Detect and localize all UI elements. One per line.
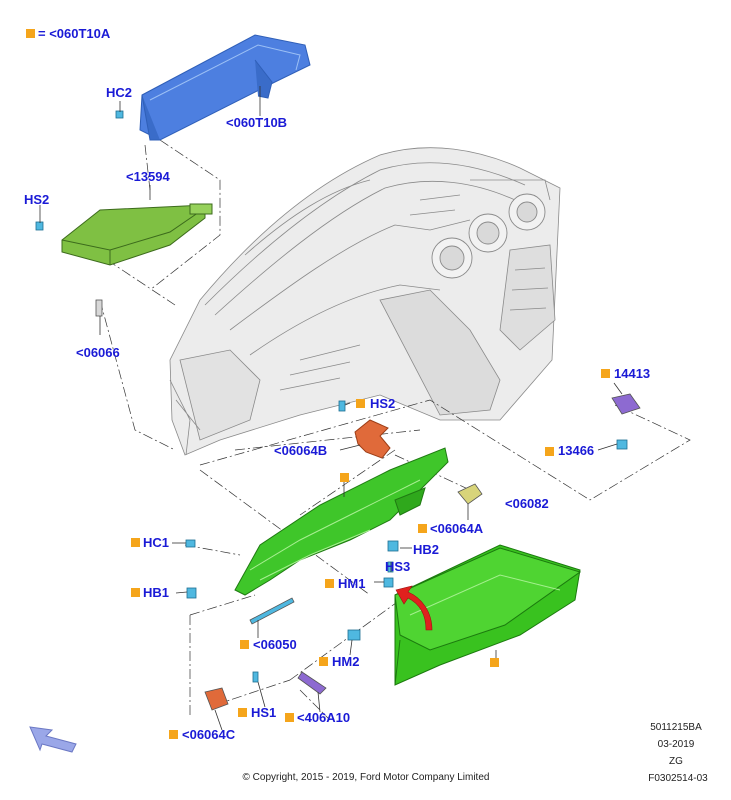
clip-hc2 — [115, 110, 124, 119]
label-06064A: <06064A — [430, 521, 484, 536]
lower-trim-panel — [234, 447, 449, 596]
label-hc2: HC2 — [106, 85, 133, 100]
sensor-14413 — [611, 393, 641, 415]
marker-06064B — [340, 473, 349, 482]
duct-06064C — [204, 687, 229, 711]
doc-date: 03-2019 — [657, 739, 695, 750]
doc-number: 5011215BA — [650, 722, 702, 733]
copyright: © Copyright, 2015 - 2019, Ford Motor Com… — [242, 772, 490, 783]
label-06064C: <06064C — [182, 727, 236, 742]
nut-hm1 — [383, 577, 394, 588]
screw-hs2-left — [35, 221, 44, 231]
label-14413: 14413 — [614, 366, 651, 381]
screw-hs2-center — [338, 400, 346, 412]
label-406A10: <406A10 — [297, 710, 351, 725]
marker-06064C — [169, 730, 178, 739]
marker-hs1 — [238, 708, 247, 717]
marker-13466 — [545, 447, 554, 456]
marker-14413 — [601, 369, 610, 378]
nut-hm2 — [347, 629, 361, 641]
label-060T10B: <060T10B — [226, 115, 288, 130]
label-hs2-left: HS2 — [24, 192, 50, 207]
part-13466 — [616, 439, 628, 450]
upper-bracket-part — [139, 34, 311, 141]
marker-06064A — [418, 524, 427, 533]
label-hb2: HB2 — [413, 542, 440, 557]
label-hs2-center: HS2 — [370, 396, 396, 411]
marker-hc1 — [131, 538, 140, 547]
label-hs3: HS3 — [385, 559, 411, 574]
instrument-panel — [169, 147, 561, 456]
bolt-hb1 — [186, 587, 197, 599]
label-13594: <13594 — [126, 169, 170, 184]
label-13466: 13466 — [558, 443, 595, 458]
latch-06064A — [457, 483, 483, 505]
air-vents — [431, 193, 546, 279]
label-hs1: HS1 — [251, 705, 277, 720]
duct-part-06064B — [354, 419, 391, 459]
label-hm1: HM1 — [338, 576, 366, 591]
screw-hs1 — [252, 671, 259, 683]
bolt-hb2 — [387, 540, 399, 552]
doc-code: ZG — [669, 756, 683, 767]
navigation-arrow-icon — [29, 726, 77, 753]
label-06064B: <06064B — [274, 443, 328, 458]
marker-406A10 — [285, 713, 294, 722]
module-part-13594 — [61, 203, 213, 266]
label-hc1: HC1 — [143, 535, 170, 550]
curved-red-arrow-icon — [395, 585, 433, 631]
figure-id: F0302514-03 — [648, 773, 708, 784]
misc-parts — [95, 299, 641, 711]
marker-hs2-center — [356, 399, 365, 408]
actuator-406A10 — [297, 671, 327, 695]
pin-06066 — [95, 299, 103, 317]
screw-hs3 — [387, 561, 394, 573]
marker-06050 — [240, 640, 249, 649]
legend-marker — [26, 29, 35, 38]
marker-glove-box — [490, 658, 499, 667]
marker-hm2 — [319, 657, 328, 666]
label-hb1: HB1 — [143, 585, 170, 600]
legend-label: = <060T10A — [38, 26, 111, 41]
fasteners — [35, 110, 628, 683]
marker-hm1 — [325, 579, 334, 588]
clip-hc1 — [185, 539, 196, 548]
label-06082: <06082 — [505, 496, 549, 511]
label-06066: <06066 — [76, 345, 120, 360]
label-06050: <06050 — [253, 637, 297, 652]
marker-hb1 — [131, 588, 140, 597]
glove-box — [394, 544, 582, 686]
leader-lines — [91, 139, 691, 721]
label-hm2: HM2 — [332, 654, 360, 669]
rod-06050 — [249, 597, 295, 625]
